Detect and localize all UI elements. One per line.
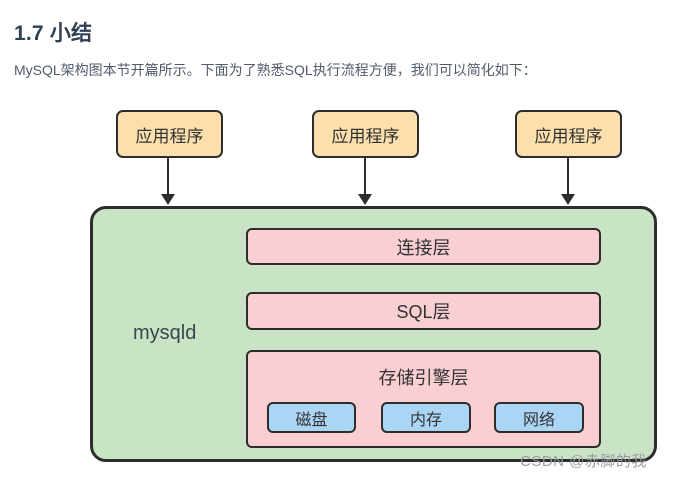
layer-storage-engine-label: 存储引擎层: [378, 368, 469, 388]
component-network: 网络: [494, 402, 584, 433]
down-arrow-1: [161, 158, 175, 205]
component-disk-label: 磁盘: [295, 411, 328, 429]
app-box-1: 应用程序: [116, 110, 223, 158]
mysqld-container: mysqld 连接层 SQL层 存储引擎层 磁盘 内存 网络: [90, 206, 657, 462]
intro-paragraph: MySQL架构图本节开篇所示。下面为了熟悉SQL执行流程方便，我们可以简化如下：: [14, 62, 537, 78]
app-box-3: 应用程序: [515, 110, 622, 158]
layer-storage-engine: 存储引擎层 磁盘 内存 网络: [246, 350, 601, 448]
layer-connection-label: 连接层: [396, 237, 451, 258]
arrow-head-icon: [358, 194, 372, 205]
app-box-2: 应用程序: [312, 110, 419, 158]
arrow-shaft: [167, 158, 169, 195]
layer-connection: 连接层: [246, 228, 601, 265]
csdn-watermark: CSDN @赤脚的我: [520, 453, 647, 470]
app-box-1-label: 应用程序: [135, 126, 204, 146]
down-arrow-2: [358, 158, 372, 205]
layer-sql: SQL层: [246, 292, 601, 330]
down-arrow-3: [561, 158, 575, 205]
app-box-2-label: 应用程序: [331, 126, 400, 146]
arrow-head-icon: [561, 194, 575, 205]
component-memory: 内存: [381, 402, 471, 433]
component-memory-label: 内存: [409, 411, 442, 429]
section-heading: 1.7 小结: [14, 22, 93, 45]
arrow-shaft: [567, 158, 569, 195]
layer-sql-label: SQL层: [396, 302, 451, 322]
app-box-3-label: 应用程序: [534, 126, 603, 146]
mysqld-label: mysqld: [133, 322, 197, 344]
component-disk: 磁盘: [267, 402, 356, 433]
arrow-head-icon: [161, 194, 175, 205]
component-network-label: 网络: [522, 411, 555, 429]
arrow-shaft: [364, 158, 366, 195]
